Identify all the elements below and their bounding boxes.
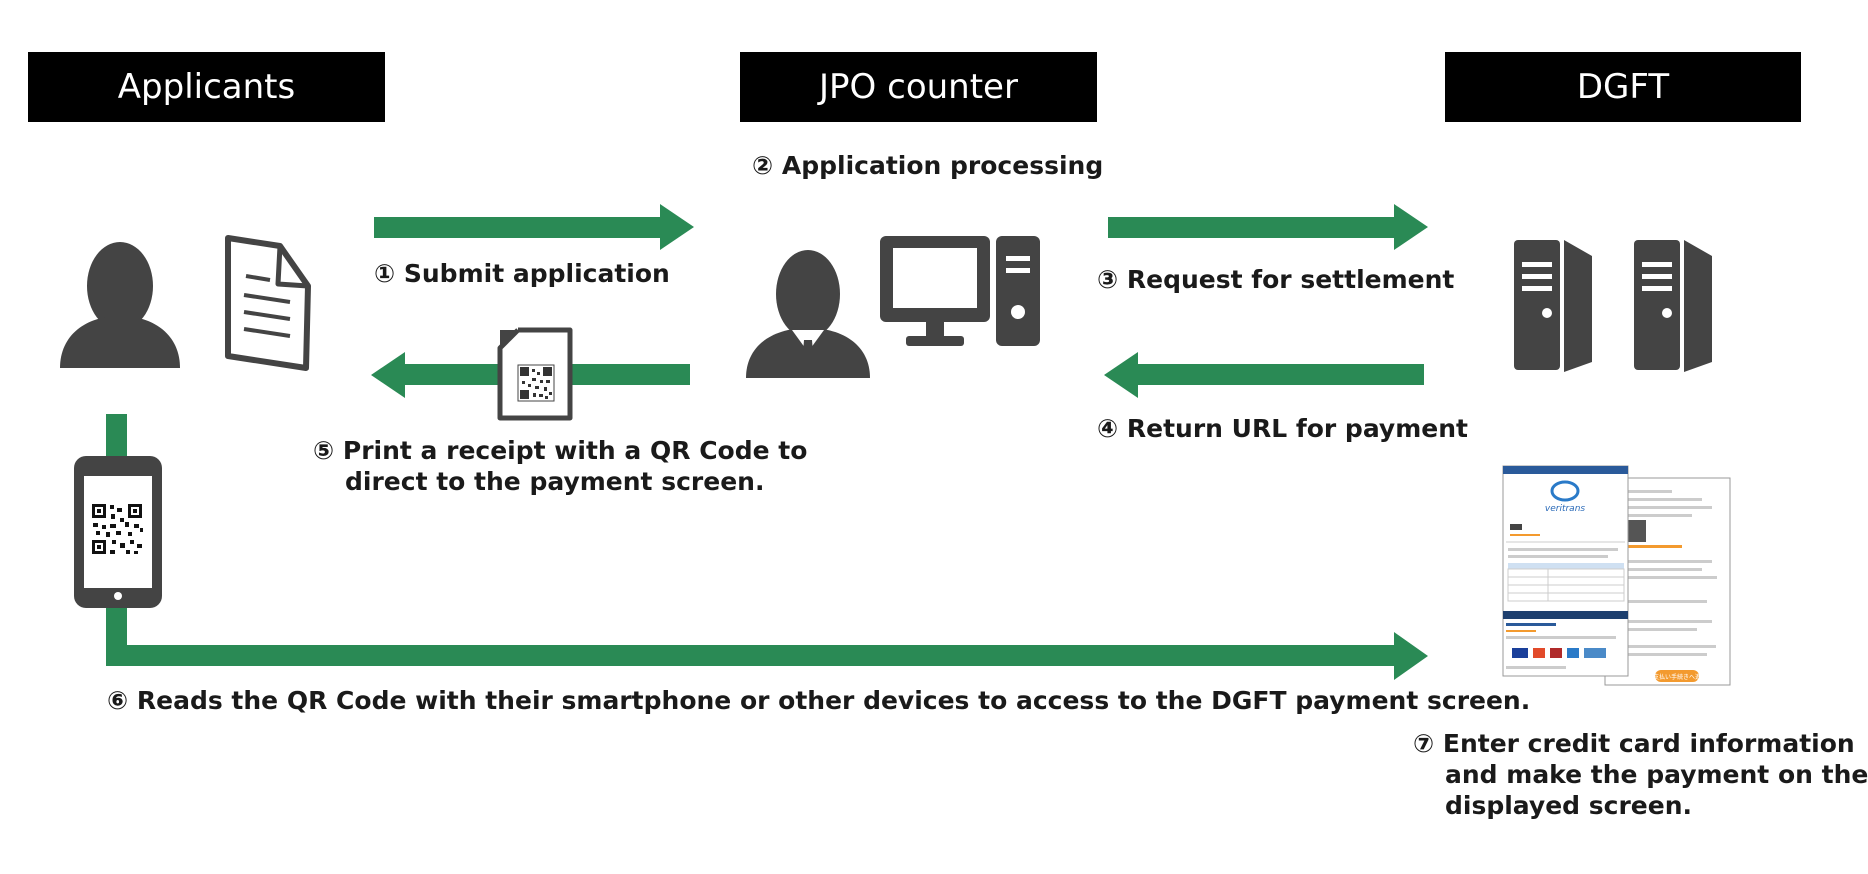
qr-receipt-icon [497,327,573,421]
jpo-officer-icon [746,250,870,378]
step-7-text-line-3: displayed screen. [1445,791,1692,820]
arrow-read-qr-code [106,414,1428,680]
header-jpo-counter-label: JPO counter [819,67,1018,107]
arrow-submit-application [374,204,694,250]
step-6-read-qr-code: ⑥ Reads the QR Code with their smartphon… [107,685,1530,716]
pay-button-text: お支払い手続きへ進む [1647,673,1707,681]
application-document-icon [225,235,311,371]
step-1-text: ① Submit application [374,259,670,288]
header-dgft: DGFT [1445,52,1801,122]
smartphone-qr-code-icon [92,504,143,554]
veritrans-logo-text: veritrans [1545,504,1586,514]
step-6-text: ⑥ Reads the QR Code with their smartphon… [107,686,1531,715]
step-7-text-line-1: ⑦ Enter credit card information [1413,729,1855,758]
header-jpo-counter: JPO counter [740,52,1097,122]
step-5-print-receipt: ⑤ Print a receipt with a QR Code to dire… [313,435,807,497]
smartphone-icon [74,456,162,608]
step-7-enter-credit-card: ⑦ Enter credit card information and make… [1413,728,1868,821]
dgft-server-icon [1514,240,1592,372]
step-4-text: ④ Return URL for payment [1097,414,1468,443]
arrow-request-settlement [1108,204,1428,250]
arrow-return-url [1104,352,1424,398]
step-7-text-line-2: and make the payment on the [1445,760,1868,789]
step-2-application-processing: ② Application processing [752,150,1103,181]
step-3-text: ③ Request for settlement [1097,265,1455,294]
step-4-return-url: ④ Return URL for payment [1097,413,1468,444]
header-applicants-label: Applicants [117,67,296,107]
step-5-text-line-2: direct to the payment screen. [345,467,765,496]
dgft-server-icon-2 [1634,240,1712,372]
applicant-person-icon [60,242,180,368]
step-1-submit-application: ① Submit application [374,258,670,289]
header-dgft-label: DGFT [1576,67,1670,107]
header-applicants: Applicants [28,52,385,122]
payment-screen-mockup: お支払い手続きへ進む veritrans [1502,465,1731,686]
desktop-computer-icon [880,236,1040,346]
step-5-text-line-1: ⑤ Print a receipt with a QR Code to [313,436,808,465]
step-3-request-settlement: ③ Request for settlement [1097,264,1454,295]
step-2-text: ② Application processing [752,151,1104,180]
